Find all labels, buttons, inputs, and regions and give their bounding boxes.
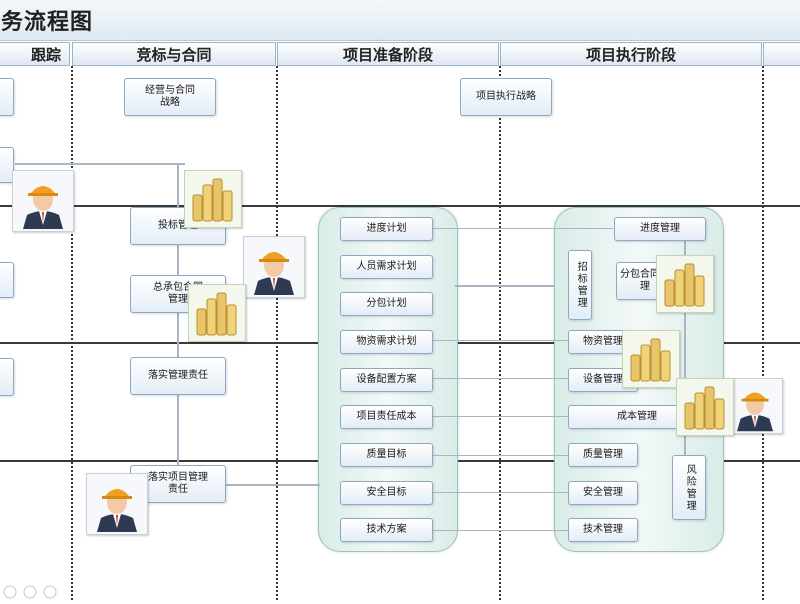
exec-item-schedule[interactable]: 进度管理 [614,217,706,241]
exec-strategy-box[interactable]: 项目执行战略 [460,78,552,116]
worker-helmet-icon [727,378,783,434]
prep-item-subcontract[interactable]: 分包计划 [340,292,433,316]
prep-item-staffing[interactable]: 人员需求计划 [340,255,433,279]
exec-item-risk[interactable]: 风险管理 [672,455,706,520]
tracking-box[interactable] [0,358,14,396]
connector [455,285,555,287]
connector [684,240,686,470]
connector [177,165,179,465]
column-header-preparation: 项目准备阶段 [277,42,499,66]
column-header-next [763,42,800,66]
coin-stack-icon [676,378,734,436]
worker-helmet-icon [86,473,148,535]
tracking-box[interactable] [0,78,14,116]
column-header-bidding: 竞标与合同 [72,42,276,66]
connector [433,530,569,531]
tracking-box[interactable] [0,262,14,298]
tracking-box[interactable] [0,147,14,183]
prep-item-cost[interactable]: 项目责任成本 [340,405,433,429]
lane-divider [499,66,501,600]
connector [225,484,320,486]
coin-stack-icon [188,284,246,342]
exec-item-bidding[interactable]: 招标管理 [568,250,592,320]
lane-divider [276,66,278,600]
coin-stack-icon [622,330,680,388]
bid-strategy-box[interactable]: 经营与合同 战略 [124,78,216,116]
column-header-tracking: 跟踪 [0,42,70,66]
prep-item-technical[interactable]: 技术方案 [340,518,433,542]
worker-helmet-icon [12,170,74,232]
connector [433,416,569,417]
coin-stack-icon [656,255,714,313]
prep-item-quality[interactable]: 质量目标 [340,443,433,467]
title-bar: 业务流程图 [0,0,800,41]
connector [15,163,185,165]
worker-helmet-icon [243,236,305,298]
exec-item-safety[interactable]: 安全管理 [568,481,638,505]
zoom-controls[interactable] [0,580,60,600]
connector [433,378,569,379]
exec-item-quality[interactable]: 质量管理 [568,443,638,467]
connector [433,455,569,456]
lane-divider [71,66,73,600]
swimlane-line [0,205,800,207]
exec-item-technical[interactable]: 技术管理 [568,518,638,542]
responsibility-box[interactable]: 落实管理责任 [130,357,226,395]
prep-item-schedule[interactable]: 进度计划 [340,217,433,241]
connector [433,228,613,229]
prep-item-material[interactable]: 物资需求计划 [340,330,433,354]
lane-divider [762,66,764,600]
prep-item-safety[interactable]: 安全目标 [340,481,433,505]
column-header-execution: 项目执行阶段 [500,42,762,66]
connector [433,492,569,493]
diagram-title: 业务流程图 [0,10,94,35]
connector [433,340,569,341]
prep-item-equipment[interactable]: 设备配置方案 [340,368,433,392]
coin-stack-icon [184,170,242,228]
